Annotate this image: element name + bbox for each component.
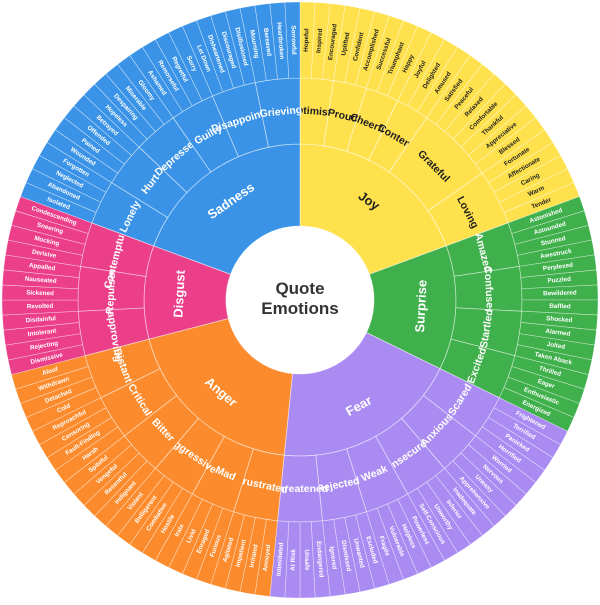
word-label: Rejecting: [30, 340, 59, 352]
word-label: Intolerant: [27, 327, 57, 338]
group-label: Optimistic: [288, 104, 340, 120]
word-label: Derisive: [31, 249, 57, 260]
emotion-label: Surprise: [412, 279, 430, 332]
word-label: Jolted: [546, 341, 566, 351]
word-label: At Risk: [290, 548, 298, 570]
word-label: Intimidated: [275, 542, 285, 576]
word-label: Baffled: [549, 303, 571, 311]
word-label: Sickened: [26, 290, 54, 298]
word-label: Shocked: [546, 315, 573, 324]
word-label: Annoyed: [262, 544, 272, 572]
word-label: Alarmed: [545, 328, 571, 338]
word-label: Disdainful: [25, 315, 56, 324]
word-label: Ignored: [328, 546, 338, 570]
word-label: Hopeful: [303, 28, 311, 52]
center-title-line1: Quote: [275, 279, 324, 298]
word-segment-sorrowful[interactable]: [284, 1, 301, 79]
word-label: Heartbroken: [275, 22, 285, 60]
word-label: Aloof: [41, 366, 59, 377]
word-label: Puzzled: [547, 276, 571, 285]
word-label: Perplexed: [543, 262, 574, 273]
word-label: Endangered: [315, 541, 325, 578]
word-label: Inspired: [315, 28, 324, 53]
group-label: Startled: [478, 308, 496, 348]
center-hub: Quote Emotions: [226, 226, 374, 374]
word-label: Irritated: [249, 544, 260, 568]
word-label: Unsafe: [303, 549, 311, 571]
word-label: Encouraged: [327, 23, 339, 60]
word-label: Revolted: [27, 303, 54, 311]
word-label: Appalled: [28, 262, 55, 272]
word-label: Bewildered: [543, 289, 577, 297]
group-label: Repulsed: [104, 267, 118, 315]
group-label: Grieving: [259, 104, 303, 120]
center-title-line2: Emotions: [261, 299, 338, 318]
word-label: Mourning: [248, 29, 260, 59]
emotion-label: Disgust: [170, 269, 187, 318]
word-label: Nauseated: [25, 276, 57, 285]
word-label: Bereaved: [262, 28, 273, 57]
word-label: Sorrowful: [290, 25, 298, 55]
word-label: Uplifted: [340, 32, 351, 56]
group-label: Confused: [482, 266, 496, 315]
group-label: Threatened: [272, 483, 329, 495]
